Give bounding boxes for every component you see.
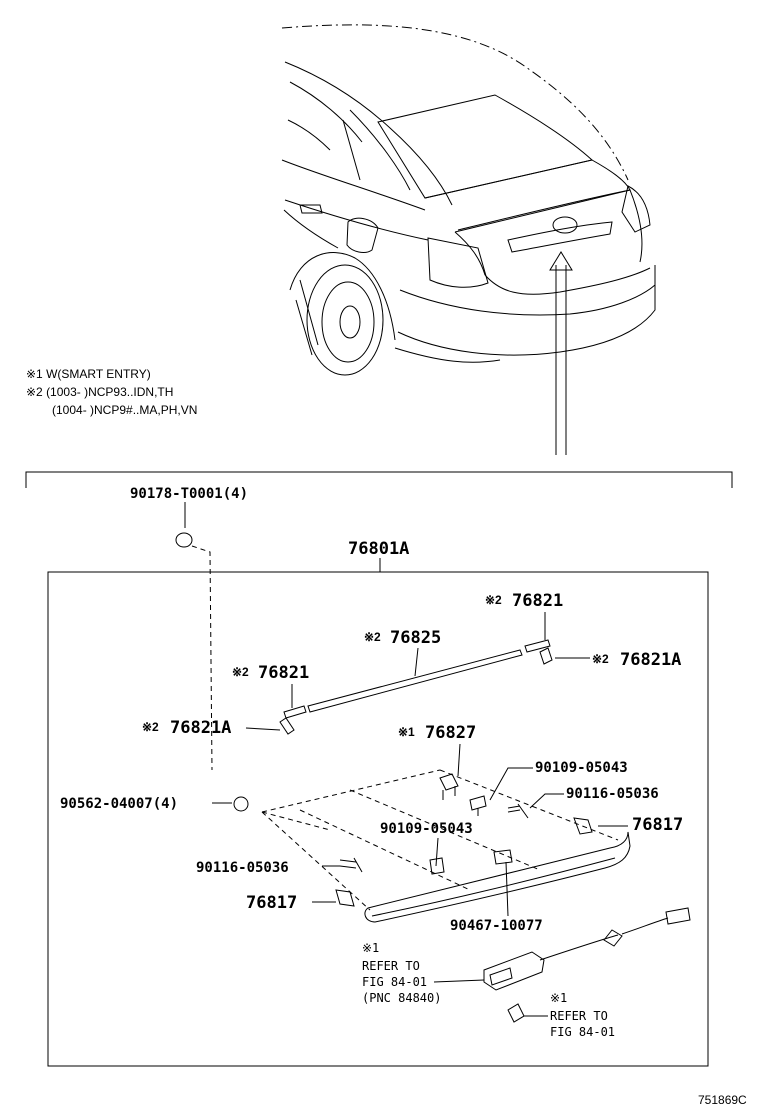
part-90467-10077: 90467-10077	[450, 918, 543, 934]
grommet-90562-icon	[233, 796, 249, 812]
group-bracket	[25, 471, 733, 488]
part-76817-right: 76817	[632, 815, 683, 835]
mark-2-76821-top: ※2	[485, 593, 502, 607]
part-90562-04007: 90562-04007(4)	[60, 796, 178, 812]
mark-2-76821A-right: ※2	[592, 652, 609, 666]
part-90116-05036-left: 90116-05036	[196, 860, 289, 876]
part-76825: 76825	[390, 628, 441, 648]
part-90109-05043-center: 90109-05043	[380, 821, 473, 837]
part-76821A-right: 76821A	[620, 650, 681, 670]
garnish-panel-76801A	[261, 769, 631, 923]
license-lamp-assembly	[483, 907, 691, 1023]
assembly-box	[47, 571, 709, 1067]
part-76827: 76827	[425, 723, 476, 743]
screw-90116-left-icon	[339, 857, 363, 873]
moulding-76825	[279, 639, 553, 735]
ref1-refer-to: REFER TO	[362, 959, 420, 973]
part-90109-05043-right: 90109-05043	[535, 760, 628, 776]
bracket-76827-icon	[439, 773, 459, 800]
note-ncp9x: (1004- )NCP9#..MA,PH,VN	[52, 403, 197, 417]
car-illustration	[281, 24, 656, 455]
screw-90116-right-icon	[507, 803, 529, 819]
ref1-pnc: (PNC 84840)	[362, 991, 441, 1005]
nut-90109-center-icon	[429, 857, 445, 875]
part-76821-top: 76821	[512, 591, 563, 611]
note-smart-entry: ※1 W(SMART ENTRY)	[26, 367, 151, 381]
part-76821-left: 76821	[258, 663, 309, 683]
part-90116-05036-right: 90116-05036	[566, 786, 659, 802]
nut-90109-right-icon	[469, 795, 487, 816]
part-76801A: 76801A	[348, 539, 409, 559]
figure-id: 751869C	[698, 1093, 747, 1107]
mark-2-76821-left: ※2	[232, 665, 249, 679]
clip-76817-right-icon	[573, 817, 593, 835]
clip-90178-icon	[175, 532, 193, 548]
clip-76817-left-icon	[335, 889, 355, 907]
part-76821A-left: 76821A	[170, 718, 231, 738]
ref1-mark: ※1	[362, 941, 379, 955]
mark-2-76821A-left: ※2	[142, 720, 159, 734]
note-ncp93: ※2 (1003- )NCP93..IDN,TH	[26, 385, 173, 399]
part-90178-T0001: 90178-T0001(4)	[130, 486, 248, 502]
mark-2-76825: ※2	[364, 630, 381, 644]
ref1-fig: FIG 84-01	[362, 975, 427, 989]
ref2-mark: ※1	[550, 991, 567, 1005]
ref2-fig: FIG 84-01	[550, 1025, 615, 1039]
clip-90467-icon	[493, 849, 513, 865]
ref2-refer-to: REFER TO	[550, 1009, 608, 1023]
part-76817-left: 76817	[246, 893, 297, 913]
mark-1-76827: ※1	[398, 725, 415, 739]
